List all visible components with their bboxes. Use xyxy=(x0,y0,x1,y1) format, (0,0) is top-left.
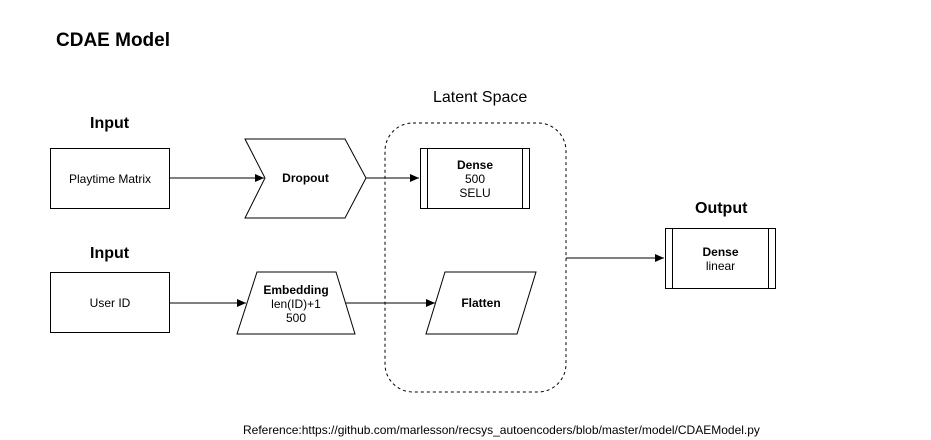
dense-output-activation: linear xyxy=(705,258,736,273)
embedding-text: Embedding len(ID)+1 500 xyxy=(247,283,345,325)
dense-latent-box: Dense 500 SELU xyxy=(420,148,530,209)
dense-latent-label: Dense xyxy=(456,157,494,172)
output-heading: Output xyxy=(695,200,748,217)
embedding-line2: 500 xyxy=(285,311,307,325)
dense-output-box: Dense linear xyxy=(665,228,776,289)
flatten-shape xyxy=(425,271,537,335)
dropout-shape xyxy=(244,138,367,219)
embedding-shape xyxy=(236,271,356,335)
embedding-label: Embedding xyxy=(263,283,329,297)
input-heading-2: Input xyxy=(90,245,130,262)
dense-output-label: Dense xyxy=(702,244,739,259)
embedding-line1: len(ID)+1 xyxy=(271,297,321,311)
dense-latent-activation: SELU xyxy=(459,185,491,200)
latent-space-label: Latent Space xyxy=(433,89,528,106)
flatten-label: Flatten xyxy=(461,296,501,310)
reference-text: Reference:https://github.com/marlesson/r… xyxy=(243,423,760,437)
user-id-label: User ID xyxy=(89,295,131,310)
dense-latent-units: 500 xyxy=(464,171,486,186)
input-heading-1: Input xyxy=(90,115,130,132)
playtime-matrix-label: Playtime Matrix xyxy=(68,171,151,186)
playtime-matrix-box: Playtime Matrix xyxy=(50,148,170,209)
diagram-title: CDAE Model xyxy=(56,30,170,51)
dropout-label: Dropout xyxy=(282,171,329,185)
user-id-box: User ID xyxy=(50,272,170,333)
latent-space-container xyxy=(384,122,567,393)
